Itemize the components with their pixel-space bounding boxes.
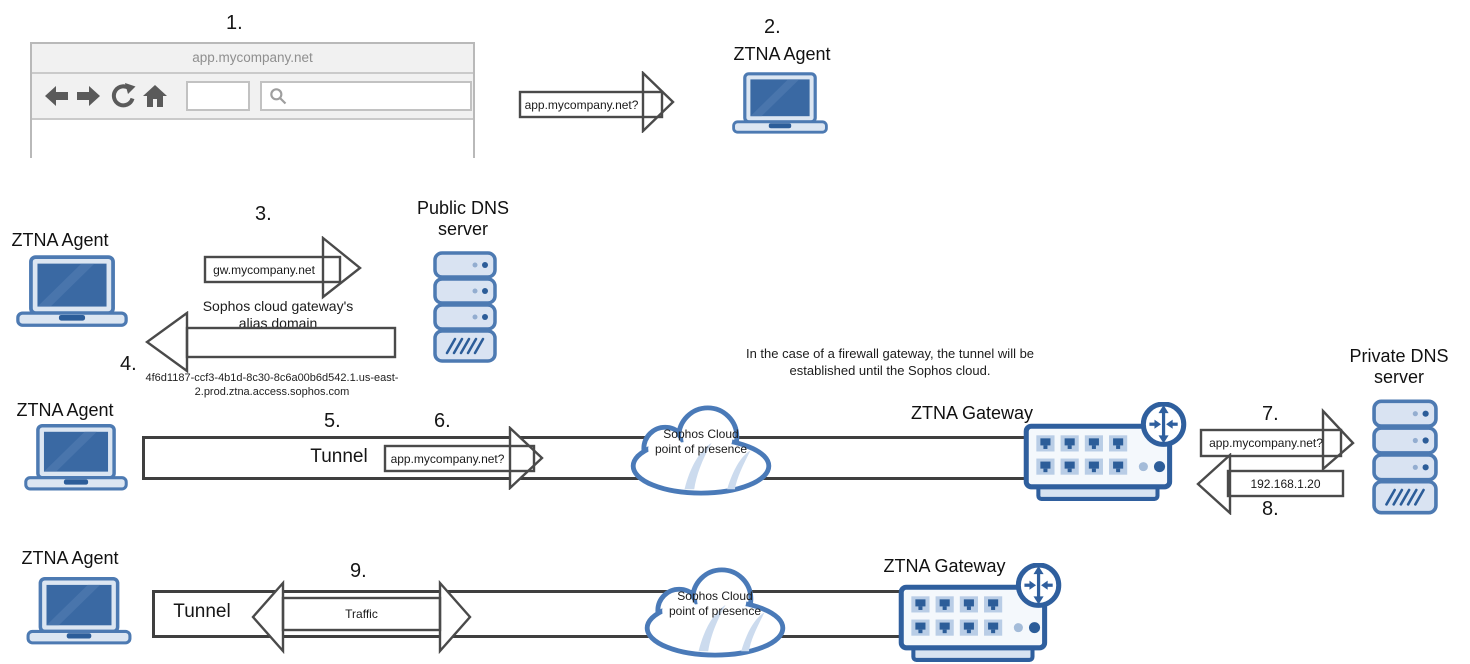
step-label-4: 4. xyxy=(120,353,137,375)
home-icon xyxy=(143,85,167,107)
ztna-gateway-icon-2 xyxy=(897,563,1063,664)
step-label-7: 7. xyxy=(1262,403,1279,425)
browser-window: app.mycompany.net xyxy=(30,42,475,232)
step-label-1: 1. xyxy=(226,12,243,34)
traffic-label: Traffic xyxy=(345,607,378,621)
reload-icon xyxy=(111,83,136,108)
step-label-2: 2. xyxy=(764,16,781,38)
tunnel-label-1: Tunnel xyxy=(310,446,368,467)
ztna-gateway-icon-1 xyxy=(1022,402,1188,507)
step-label-6: 6. xyxy=(434,410,451,432)
app-query-label-3: app.mycompany.net? xyxy=(1209,436,1323,450)
sophos-cloud-label-2: Sophos Cloud point of presence xyxy=(668,589,762,618)
ztna-agent-label-3: ZTNA Agent xyxy=(16,400,114,420)
forward-icon xyxy=(77,86,100,106)
address-box xyxy=(186,81,250,111)
app-query-label-2: app.mycompany.net? xyxy=(390,451,505,466)
app-query-arrow-2 xyxy=(383,426,544,490)
step-label-8: 8. xyxy=(1262,498,1279,520)
tunnel-box-1 xyxy=(142,436,1034,480)
alias-caption: Sophos cloud gateway's alias domain xyxy=(202,298,354,331)
browser-content xyxy=(32,120,473,232)
gw-query-arrow xyxy=(203,236,362,300)
search-icon xyxy=(270,88,287,105)
private-dns-label: Private DNS server xyxy=(1349,346,1449,388)
app-query-label-1: app.mycompany.net? xyxy=(524,97,639,112)
ztna-agent-label-1: ZTNA Agent xyxy=(733,44,831,64)
laptop-icon-3 xyxy=(24,424,128,495)
step-label-3: 3. xyxy=(255,203,272,225)
ztna-agent-label-2: ZTNA Agent xyxy=(11,230,109,250)
traffic-arrow xyxy=(251,579,472,655)
alias-domain-text: 4f6d1187-ccf3-4b1d-8c30-8c6a00b6d542.1.u… xyxy=(145,372,399,399)
ztna-gateway-label-1: ZTNA Gateway xyxy=(910,403,1034,423)
browser-title-bar: app.mycompany.net xyxy=(32,44,473,74)
dns-answer-label: 192.168.1.20 xyxy=(1250,476,1321,491)
tunnel-label-2: Tunnel xyxy=(173,601,231,622)
public-dns-label: Public DNS server xyxy=(416,198,510,240)
gw-query-label: gw.mycompany.net xyxy=(213,262,315,277)
firewall-note: In the case of a firewall gateway, the t… xyxy=(745,346,1035,379)
sophos-cloud-label-1: Sophos Cloud point of presence xyxy=(654,427,748,456)
public-dns-server-icon xyxy=(433,251,497,363)
step-label-5: 5. xyxy=(324,410,341,432)
alias-response-arrow xyxy=(145,311,397,373)
step-label-9: 9. xyxy=(350,560,367,582)
laptop-icon-2 xyxy=(16,255,128,332)
ztna-agent-label-4: ZTNA Agent xyxy=(21,548,119,568)
dns-answer-arrow xyxy=(1196,453,1345,515)
app-query-arrow-3 xyxy=(1199,407,1355,471)
search-input xyxy=(260,81,472,111)
laptop-icon-4 xyxy=(26,577,132,649)
back-icon xyxy=(45,86,68,106)
ztna-gateway-label-2: ZTNA Gateway xyxy=(883,556,1006,576)
browser-toolbar xyxy=(32,74,473,120)
private-dns-server-icon xyxy=(1372,399,1438,515)
laptop-icon-1 xyxy=(732,72,828,138)
app-query-arrow-1 xyxy=(518,71,675,133)
